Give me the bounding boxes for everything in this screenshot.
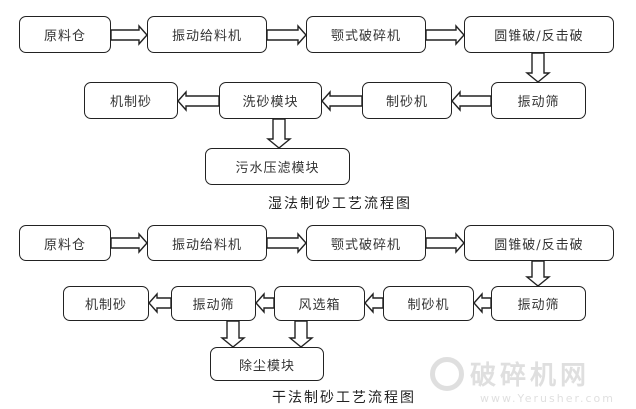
wet-sand-maker: 制砂机 (362, 82, 452, 119)
arrow-dry-jaw-to-cone (425, 232, 465, 254)
watermark-url: www.Yerusher.com (480, 392, 615, 405)
dry-feeder: 振动给料机 (147, 225, 267, 261)
wet-sludge-module: 污水压滤模块 (205, 148, 350, 185)
wet-cone-crusher: 圆锥破/反击破 (464, 16, 614, 53)
dry-machine-sand: 机制砂 (63, 286, 149, 321)
arrow-wet-cone-to-screen (525, 52, 551, 83)
wet-caption: 湿法制砂工艺流程图 (268, 196, 412, 212)
arrow-dry-sandmaker-to-airsep (364, 292, 384, 314)
arrow-wet-jaw-to-cone (425, 24, 465, 46)
dry-vibrating-screen-1: 振动筛 (491, 286, 586, 321)
dry-cone-crusher: 圆锥破/反击破 (464, 225, 614, 261)
watermark: 破碎机网 www.Yerusher.com (430, 355, 615, 405)
arrow-dry-screen-to-sand (148, 292, 172, 314)
arrow-wet-washer-to-sand (177, 90, 220, 112)
arrow-dry-airsep-to-dust (288, 320, 314, 348)
arrow-wet-bin-to-feeder (110, 24, 148, 46)
watermark-title: 破碎机网 (470, 361, 591, 391)
arrow-wet-washer-to-sludge (266, 118, 292, 149)
dry-jaw-crusher: 颚式破碎机 (306, 225, 426, 261)
dry-caption: 干法制砂工艺流程图 (272, 390, 416, 406)
wet-raw-bin: 原料仓 (19, 16, 111, 53)
arrow-dry-airsep-to-screen (255, 292, 275, 314)
dry-vibrating-screen-2: 振动筛 (171, 286, 256, 321)
wet-vibrating-screen: 振动筛 (491, 82, 586, 119)
arrow-wet-feeder-to-jaw (266, 24, 307, 46)
dry-dust-module: 除尘模块 (210, 347, 324, 381)
wet-jaw-crusher: 颚式破碎机 (306, 16, 426, 53)
wet-feeder: 振动给料机 (147, 16, 267, 53)
wet-washer-module: 洗砂模块 (219, 82, 322, 119)
arrow-dry-bin-to-feeder (110, 232, 148, 254)
dry-raw-bin: 原料仓 (19, 225, 111, 261)
arrow-wet-screen-to-sandmaker (451, 90, 492, 112)
dry-air-separator: 风选箱 (274, 286, 365, 321)
arrow-dry-feeder-to-jaw (266, 232, 307, 254)
arrow-dry-screen-to-dust (220, 320, 246, 348)
wet-machine-sand: 机制砂 (84, 82, 178, 119)
arrow-wet-sandmaker-to-washer (321, 90, 363, 112)
arrow-dry-cone-to-screen (525, 260, 551, 287)
arrow-dry-screen-to-sandmaker (473, 292, 492, 314)
dry-sand-maker: 制砂机 (383, 286, 474, 321)
watermark-logo-icon (430, 357, 464, 391)
